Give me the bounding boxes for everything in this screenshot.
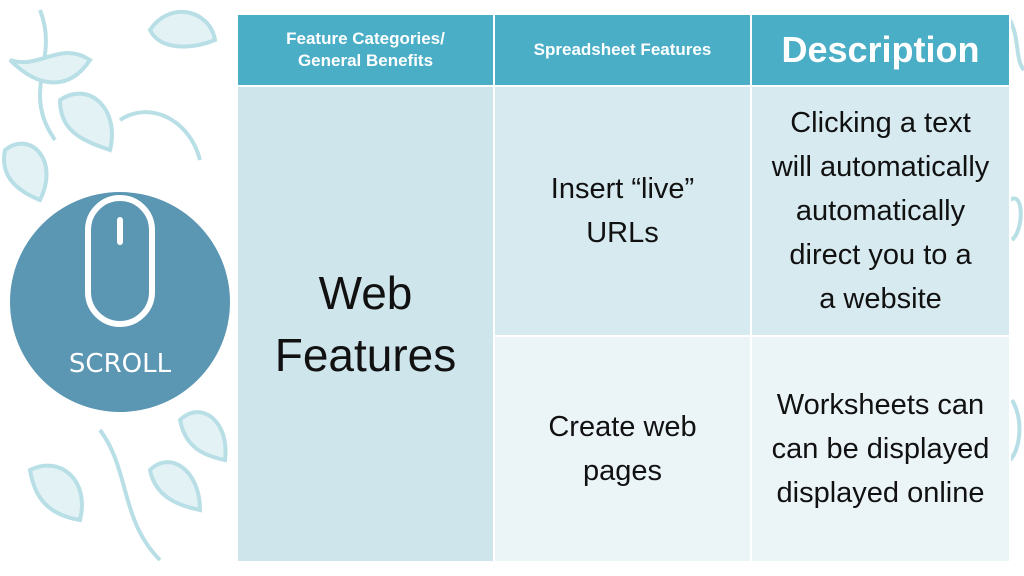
header-description: Description [750,13,1011,87]
description-cell: Worksheets can can be displayed displaye… [750,335,1011,563]
feature-cell: Insert “live” URLs [493,85,752,337]
mouse-icon [85,195,155,327]
table-row: Create web pages Worksheets can can be d… [237,335,1011,563]
header-spreadsheet-features: Spreadsheet Features [493,13,752,87]
badge-circle [10,192,230,412]
features-table: Feature Categories/ General Benefits Spr… [236,13,1011,563]
header-row: Feature Categories/ General Benefits Spr… [236,13,1011,87]
scroll-badge: SCROLL [10,192,230,412]
table-row: Web Features Insert “live” URLs Clicking… [236,85,1011,563]
header-category: Feature Categories/ General Benefits [236,13,495,87]
badge-label: SCROLL [69,349,172,379]
category-cell: Web Features [236,85,495,563]
description-cell: Clicking a text will automatically autom… [750,85,1011,337]
feature-cell: Create web pages [493,335,752,563]
